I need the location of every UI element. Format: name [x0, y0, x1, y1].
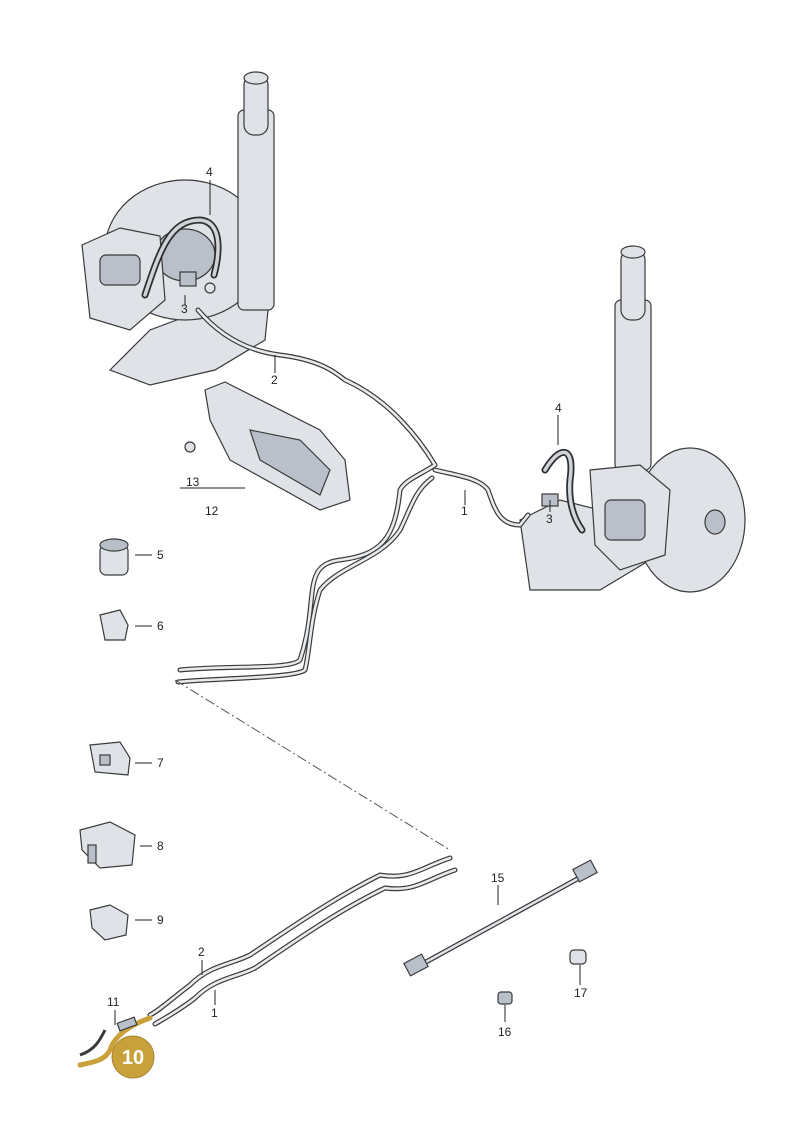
label-9: 9	[157, 913, 164, 927]
continuation-line	[174, 679, 451, 851]
clip-9	[89, 904, 129, 941]
left-wheel-assembly	[81, 71, 275, 386]
left-fitting	[204, 282, 216, 294]
right-wheel-assembly	[519, 245, 746, 593]
label-3-right: 3	[546, 512, 553, 526]
label-12: 12	[205, 504, 219, 518]
label-11: 11	[107, 995, 120, 1009]
label-16: 16	[498, 1025, 512, 1039]
label-4-left: 4	[206, 165, 213, 179]
right-shock-rod	[620, 249, 646, 321]
heat-shield-recess	[249, 429, 331, 496]
label-3-left: 3	[181, 302, 188, 316]
clip-7	[89, 741, 131, 776]
label-5: 5	[157, 548, 164, 562]
label-1-upper: 1	[461, 504, 468, 518]
label-6: 6	[157, 619, 164, 633]
right-caliper-piston	[604, 499, 646, 541]
left-caliper-piston	[99, 254, 141, 286]
right-disc-hub	[704, 509, 726, 535]
upper-brake-lines	[175, 307, 531, 685]
bushing-5	[99, 538, 129, 576]
left-hose-clip	[179, 271, 197, 287]
label-8: 8	[157, 839, 164, 853]
label-10: 10	[122, 1047, 144, 1069]
right-shock-top	[620, 245, 646, 259]
label-7: 7	[157, 756, 164, 770]
left-shock-top	[243, 71, 269, 85]
label-15: 15	[491, 871, 505, 885]
clip-6	[99, 609, 129, 641]
clip-8	[79, 821, 136, 869]
label-17: 17	[574, 986, 588, 1000]
line-connector-11	[116, 1016, 138, 1032]
lower-brake-lines	[77, 855, 458, 1068]
label-2-upper: 2	[271, 373, 278, 387]
label-2-lower: 2	[198, 945, 205, 959]
screw-16	[497, 991, 513, 1005]
badge-10-circle	[111, 1035, 155, 1079]
brake-line-11	[79, 1029, 107, 1057]
left-shock-body	[237, 109, 275, 311]
brake-line-1-upper	[432, 467, 531, 528]
right-shock-body	[614, 299, 652, 471]
label-13: 13	[186, 475, 200, 489]
left-knuckle-arm	[108, 289, 271, 386]
plug-17	[569, 949, 587, 965]
label-4-right: 4	[555, 401, 562, 415]
badge-10[interactable]: 10	[111, 1035, 155, 1079]
label-1-lower: 1	[211, 1006, 218, 1020]
leader-lines	[114, 180, 581, 1025]
washer-13	[184, 441, 196, 453]
long-rod-15	[403, 859, 598, 977]
